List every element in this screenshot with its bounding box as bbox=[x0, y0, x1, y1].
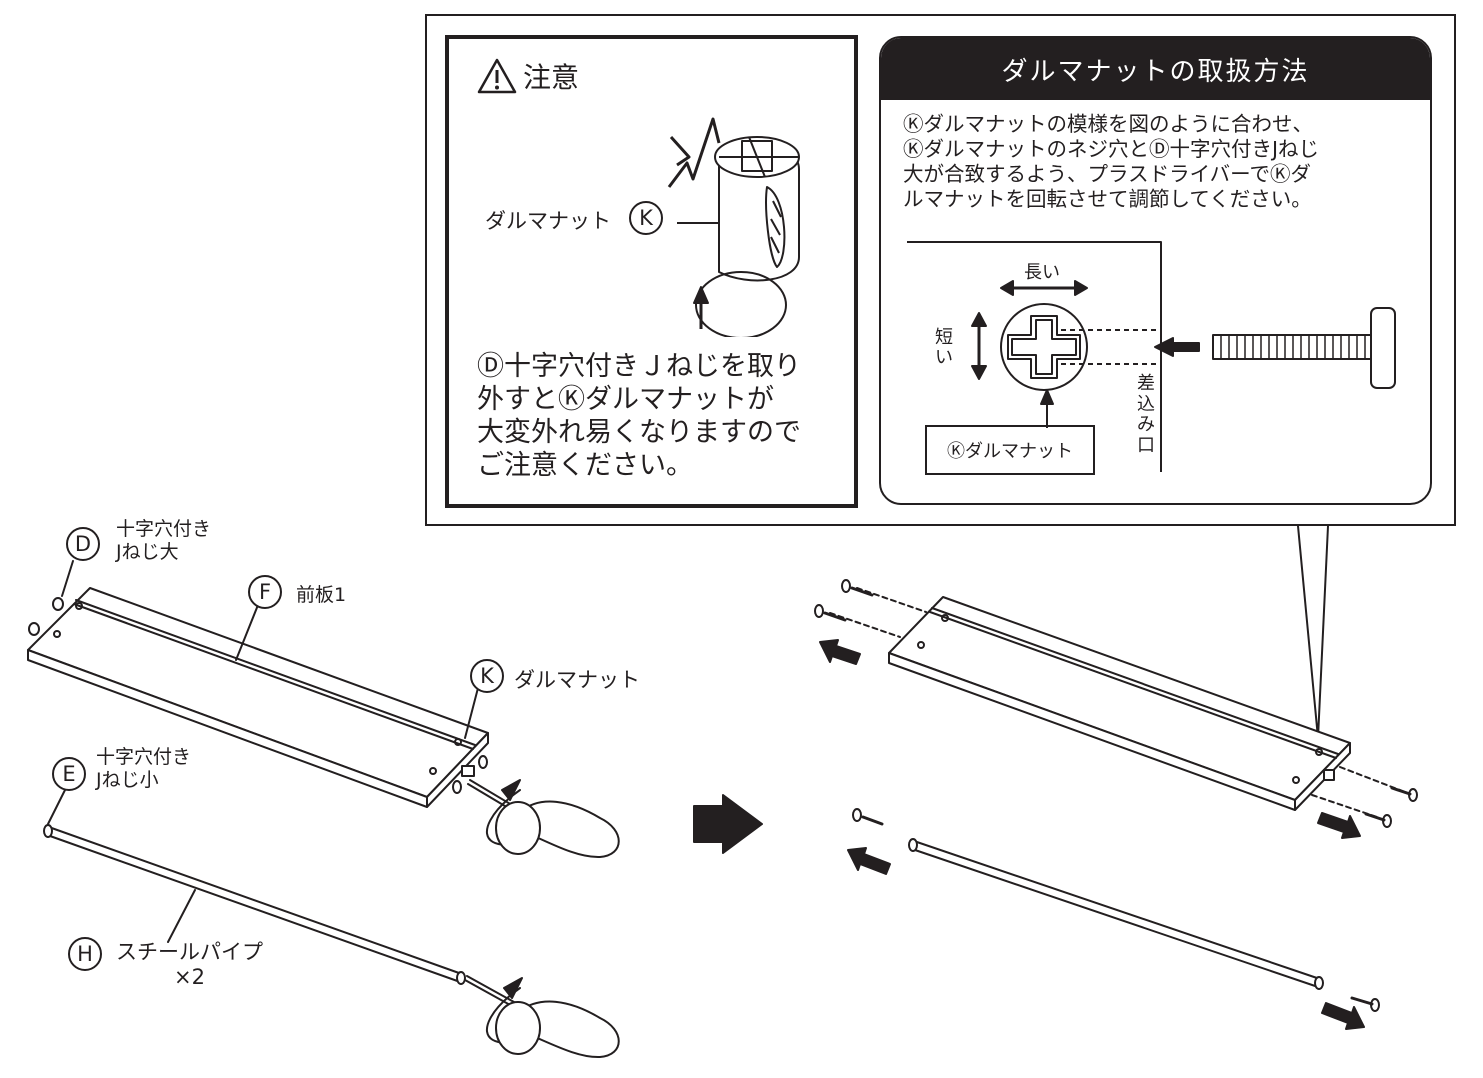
howto-box: ダルマナットの取扱方法 Ⓚダルマナットの模様を図のように合わせ、 Ⓚダルマナット… bbox=[879, 36, 1432, 505]
callout-pointer bbox=[1297, 525, 1329, 739]
leader-e bbox=[47, 787, 67, 825]
part-f-label: 前板1 bbox=[296, 584, 347, 606]
part-h-label: スチールパイプ ×2 bbox=[116, 940, 263, 990]
caution-title: 注意 bbox=[477, 56, 579, 96]
leader-d bbox=[61, 560, 74, 597]
screwdriver-upper bbox=[467, 779, 620, 859]
barrel-nut-illustration bbox=[667, 117, 800, 337]
leader-f bbox=[235, 604, 259, 661]
part-d-label: 十字穴付き Jねじ大 bbox=[116, 518, 212, 563]
howto-text: Ⓚダルマナットの模様を図のように合わせ、 Ⓚダルマナットのネジ穴とⒹ十字穴付きJ… bbox=[903, 112, 1320, 211]
leader-h bbox=[167, 889, 196, 943]
caution-text: Ⓓ十字穴付きＪねじを取り 外すとⓀダルマナットが 大変外れ易くなりますので ご注… bbox=[477, 351, 801, 481]
caution-box: 注意 ダルマナット K Ⓓ十字穴付きＪねじを取り 外すとⓀダルマナットが 大変外… bbox=[445, 35, 858, 508]
arrow-left-lower bbox=[847, 847, 891, 875]
nut-box-label: Ⓚダルマナット bbox=[925, 425, 1095, 475]
insert-label: 差込み口 bbox=[1137, 373, 1155, 457]
part-k-label: ダルマナット bbox=[514, 668, 640, 692]
part-e-label: 十字穴付き Jねじ小 bbox=[96, 746, 192, 791]
part-f-letter: F bbox=[248, 575, 282, 609]
caution-nut-label: ダルマナット bbox=[485, 209, 611, 233]
warning-icon bbox=[477, 58, 517, 94]
leader-k bbox=[464, 687, 479, 739]
caution-title-text: 注意 bbox=[523, 61, 580, 94]
part-h-letter: H bbox=[68, 937, 102, 971]
howto-title: ダルマナットの取扱方法 bbox=[881, 38, 1430, 100]
front-board-right bbox=[814, 579, 1418, 828]
part-d-letter: D bbox=[66, 527, 100, 561]
caution-nut-letter: K bbox=[629, 201, 663, 235]
nut-orientation-diagram bbox=[907, 241, 1396, 472]
part-k-letter: K bbox=[470, 659, 504, 693]
short-label: 短い bbox=[935, 327, 953, 368]
arrow-left-upper bbox=[819, 639, 861, 665]
front-board-left bbox=[27, 587, 489, 808]
next-step-arrow bbox=[693, 794, 763, 854]
long-label: 長い bbox=[1024, 262, 1060, 283]
arrow-right-lower bbox=[1321, 1002, 1365, 1030]
steel-pipe-right bbox=[852, 808, 1380, 1012]
part-e-letter: E bbox=[52, 757, 86, 791]
arrow-right-upper bbox=[1317, 812, 1361, 839]
steel-pipe-left bbox=[43, 824, 620, 1059]
screw-d-left bbox=[28, 597, 488, 794]
